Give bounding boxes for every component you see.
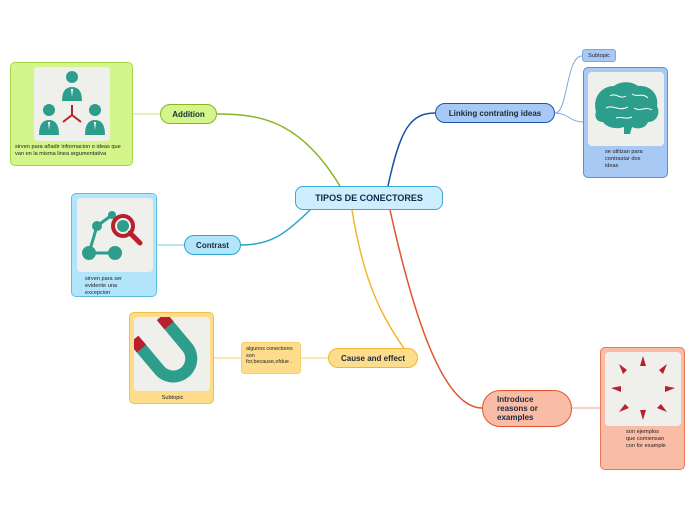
card-cause-effect[interactable]: Subtopic (129, 312, 214, 404)
image-cause-effect (134, 317, 210, 391)
link-addition (216, 113, 341, 187)
note-addition: sirven para añadir informacion o ideas q… (15, 144, 121, 157)
image-contrast (77, 198, 153, 272)
topic-linking[interactable]: Linking contrating ideas (435, 103, 555, 123)
link-linking (387, 112, 436, 187)
topic-contrast-label: Contrast (196, 240, 229, 250)
image-addition (34, 67, 110, 141)
central-topic-label: TIPOS DE CONECTORES (315, 193, 423, 203)
topic-addition-label: Addition (172, 109, 205, 119)
card-linking[interactable]: se utilizan para contrastar dos ideas (583, 67, 668, 178)
topic-addition[interactable]: Addition (160, 104, 217, 124)
topic-introduce[interactable]: Introduce reasons or examples (482, 390, 572, 427)
note-cause-effect-text: algunos conectores son for,because,ofdue… (246, 346, 293, 365)
topic-introduce-label: Introduce reasons or examples (497, 395, 538, 422)
card-cause-effect-label: Subtopic (161, 395, 184, 401)
topic-linking-label: Linking contrating ideas (448, 108, 542, 118)
central-topic[interactable]: TIPOS DE CONECTORES (295, 186, 443, 210)
subtopic-linking-label: Subtopic (588, 52, 610, 59)
burst-icon (611, 356, 675, 420)
image-linking (588, 72, 664, 146)
link-linking-card (554, 112, 584, 123)
card-contrast[interactable]: sirven para ser evidente una excepcion (71, 193, 157, 297)
note-cause-effect[interactable]: algunos conectores son for,because,ofdue… (241, 342, 301, 374)
brain-icon (595, 82, 659, 134)
card-addition[interactable]: sirven para añadir informacion o ideas q… (10, 62, 133, 166)
topic-cause-effect[interactable]: Cause and effect (328, 348, 418, 368)
topic-contrast[interactable]: Contrast (184, 235, 241, 255)
link-linking-subtopic (554, 55, 583, 114)
note-introduce: son ejemplos que comiensan con for examp… (626, 429, 666, 449)
note-linking: se utilizan para contrastar dos ideas (605, 149, 643, 169)
link-introduce (389, 209, 483, 409)
magnifier-network-icon (82, 211, 143, 260)
image-introduce (605, 352, 681, 426)
note-contrast: sirven para ser evidente una excepcion (85, 276, 122, 296)
topic-cause-effect-label: Cause and effect (340, 353, 406, 363)
link-contrast (240, 207, 313, 246)
link-cause (351, 209, 406, 351)
subtopic-linking[interactable]: Subtopic (582, 49, 616, 62)
team-hierarchy-icon (39, 71, 105, 135)
magnet-icon (134, 317, 198, 383)
card-introduce[interactable]: son ejemplos que comiensan con for examp… (600, 347, 685, 470)
